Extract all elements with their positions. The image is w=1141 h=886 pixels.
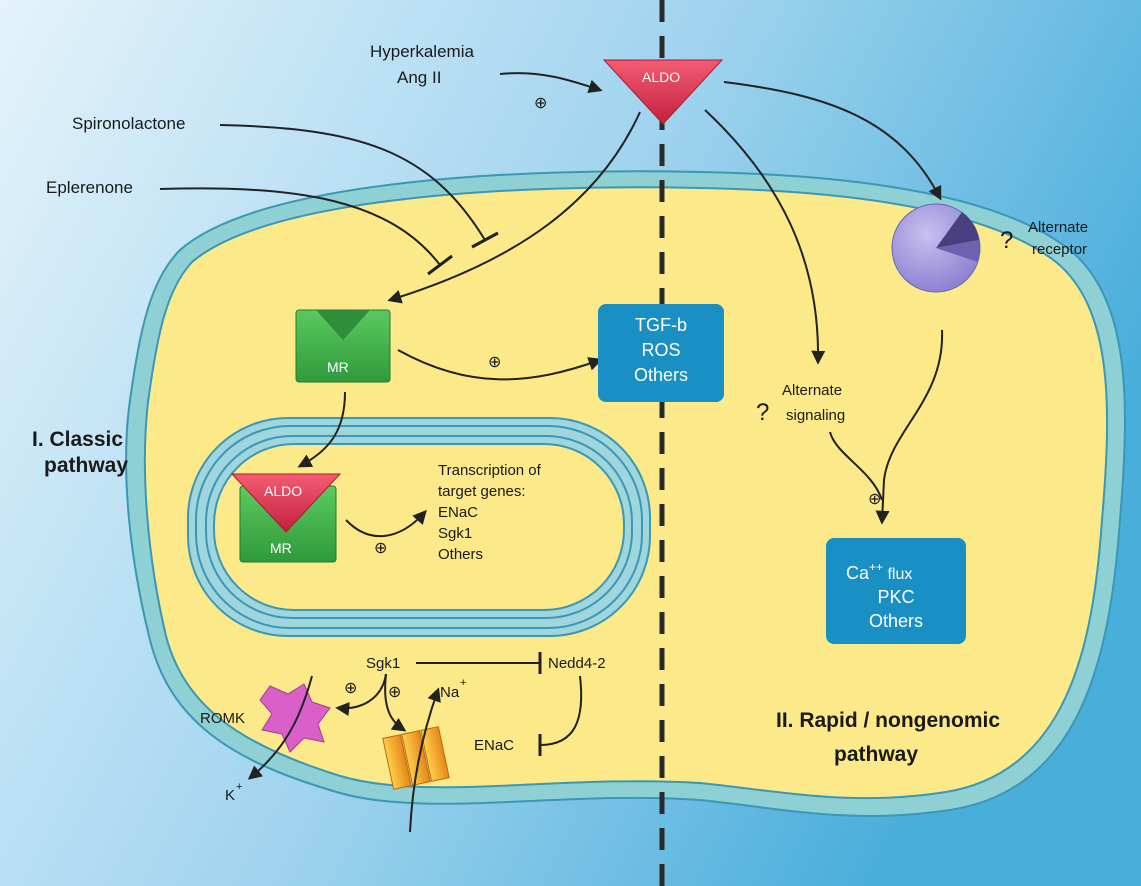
inhibit-bar-eplerenone xyxy=(427,254,453,276)
arrow-aldo-to-mr xyxy=(387,111,641,304)
hyperkalemia-label: Hyperkalemia xyxy=(370,42,474,61)
mr-nuclear-label: MR xyxy=(270,540,292,556)
k-ion-charge: + xyxy=(236,781,242,793)
romk-label: ROMK xyxy=(200,710,245,727)
alternate-receptor-line2: receptor xyxy=(1032,241,1087,258)
classic-pathway-title-2: pathway xyxy=(44,454,128,477)
nedd4-2-label: Nedd4-2 xyxy=(548,655,606,672)
arrow-na-influx xyxy=(409,687,441,833)
nucleus xyxy=(187,417,651,637)
romk-channel xyxy=(259,683,331,753)
spironolactone-label: Spironolactone xyxy=(72,114,185,133)
arrow-k-efflux xyxy=(247,675,313,780)
rapid-pathway-title-1: II. Rapid / nongenomic xyxy=(776,709,1000,732)
arrow-sgk1-to-romk xyxy=(335,673,387,716)
plus-sign-ca: ⊕ xyxy=(868,491,881,508)
aldo-top-label: ALDO xyxy=(642,69,680,85)
aldo-nuclear-label: ALDO xyxy=(264,483,302,499)
flux-label: flux xyxy=(883,566,912,583)
tgf-box: TGF-b ROS Others xyxy=(598,304,724,402)
arrow-hyperkalemia-to-aldo xyxy=(499,72,603,94)
mr-cytoplasmic: MR xyxy=(295,309,391,383)
rapid-pathway-title-2: pathway xyxy=(834,743,918,766)
arrow-receptor-merge xyxy=(875,329,944,525)
aldo-mr-complex: MR ALDO xyxy=(230,473,342,563)
classic-pathway-title-1: I. Classic xyxy=(32,428,123,451)
transcription-line4: Sgk1 xyxy=(438,525,472,542)
transcription-line1: Transcription of xyxy=(438,462,542,479)
na-ion-label: Na xyxy=(440,684,460,701)
ca-box: Ca++ flux PKC Others xyxy=(826,538,966,644)
arrow-signaling-merge xyxy=(829,431,883,501)
tgf-box-line3: Others xyxy=(634,365,688,385)
aldo-top: ALDO xyxy=(602,59,724,125)
arrow-aldo-to-signaling xyxy=(704,109,826,365)
alternate-receptor-line1: Alternate xyxy=(1028,219,1088,236)
ca-charge: ++ xyxy=(869,560,883,574)
transcription-line5: Others xyxy=(438,546,483,563)
plus-sign-romk: ⊕ xyxy=(344,680,357,697)
inhibit-spironolactone xyxy=(219,124,486,241)
enac-channel xyxy=(382,726,450,790)
na-ion-charge: + xyxy=(460,677,466,689)
arrow-sgk1-to-enac xyxy=(384,673,407,732)
plus-sign-transcription: ⊕ xyxy=(374,540,387,557)
inhibit-eplerenone xyxy=(159,187,441,266)
tgf-box-line1: TGF-b xyxy=(635,315,687,335)
plus-sign-input: ⊕ xyxy=(534,95,547,112)
plus-sign-enac: ⊕ xyxy=(388,684,401,701)
ca-box-line1: Ca++ flux xyxy=(846,560,912,583)
transcription-line3: ENaC xyxy=(438,504,478,521)
inhibit-nedd4-enac xyxy=(539,675,583,746)
arrow-to-transcription xyxy=(345,509,427,538)
eplerenone-label: Eplerenone xyxy=(46,178,133,197)
alternate-signaling-line1: Alternate xyxy=(782,382,842,399)
transcription-line2: target genes: xyxy=(438,483,526,500)
ca-box-others: Others xyxy=(869,611,923,631)
arrow-mr-to-tgf xyxy=(397,349,603,381)
question-mark-receptor: ? xyxy=(1000,227,1013,254)
arrow-mr-to-nucleus xyxy=(297,391,346,468)
arrow-aldo-to-receptor xyxy=(723,81,942,201)
alternate-signaling-line2: signaling xyxy=(786,407,845,424)
ca-box-pkc: PKC xyxy=(877,587,914,607)
tgf-box-line2: ROS xyxy=(641,340,680,360)
enac-label: ENaC xyxy=(474,737,514,754)
ang-ii-label: Ang II xyxy=(397,68,441,87)
sgk1-label: Sgk1 xyxy=(366,655,400,672)
k-ion-label: K xyxy=(225,787,235,804)
question-mark-signaling: ? xyxy=(756,399,769,426)
inhibit-bar-spironolactone xyxy=(471,231,499,249)
plus-sign-mr-tgf: ⊕ xyxy=(488,354,501,371)
ca-label: Ca xyxy=(846,563,870,583)
transcription-text: Transcription of target genes: ENaC Sgk1… xyxy=(438,462,542,563)
mr-cytoplasmic-label: MR xyxy=(327,359,349,375)
alternate-receptor xyxy=(891,203,981,293)
